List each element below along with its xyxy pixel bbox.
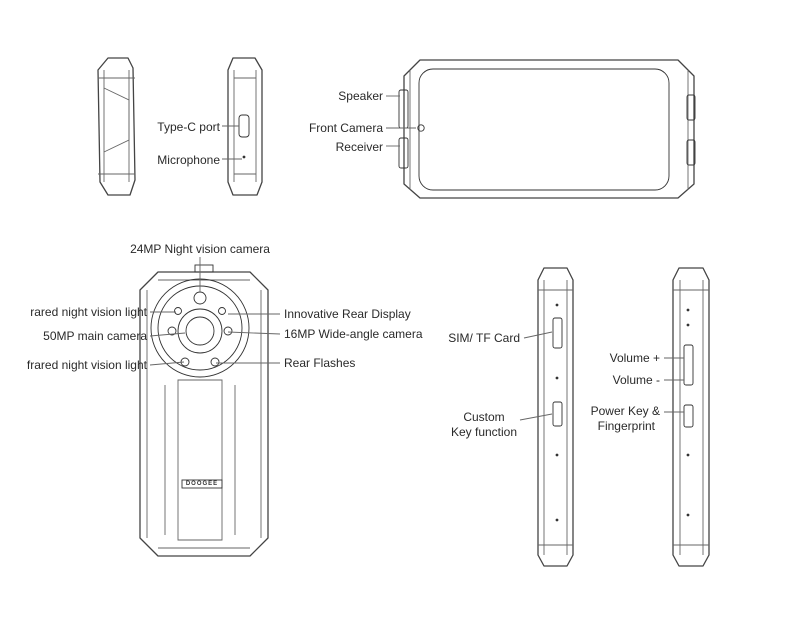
night-vision-camera-lens xyxy=(193,291,207,305)
label-power-key-line1: Power Key & xyxy=(590,404,660,418)
label-ir-light-bottom: frared night vision light xyxy=(26,358,147,372)
side-view-left-b xyxy=(222,57,263,196)
label-sim-tf-card: SIM/ TF Card xyxy=(448,331,520,345)
front-camera-hole xyxy=(417,124,425,132)
label-volume-minus: Volume - xyxy=(612,373,660,387)
volume-rocker xyxy=(683,344,694,386)
label-rear-flashes: Rear Flashes xyxy=(284,356,356,370)
label-front-camera: Front Camera xyxy=(308,121,383,135)
brand-logo: DOOGEE xyxy=(185,481,219,487)
label-main-camera: 50MP main camera xyxy=(43,329,147,343)
rear-view xyxy=(139,257,281,557)
label-custom-key-line2: Key function xyxy=(450,425,518,439)
label-type-c-port: Type-C port xyxy=(157,120,220,134)
receiver-grille xyxy=(398,137,409,169)
label-power-key-line2: Fingerprint xyxy=(597,419,655,433)
label-wide-angle-camera: 16MP Wide-angle camera xyxy=(284,327,423,341)
side-view-right-c xyxy=(519,267,574,567)
side-view-right-d xyxy=(664,267,710,567)
microphone-hole xyxy=(242,155,246,159)
label-night-vision-camera: 24MP Night vision camera xyxy=(130,242,270,256)
camera-ring-inner xyxy=(157,285,243,371)
custom-key xyxy=(552,401,563,427)
camera-ring-outer xyxy=(150,278,250,378)
main-camera-lens xyxy=(177,308,223,354)
label-custom-key-line1: Custom xyxy=(463,410,505,424)
label-rear-display: Innovative Rear Display xyxy=(284,307,411,321)
power-key xyxy=(683,404,694,428)
label-microphone: Microphone xyxy=(157,153,220,167)
sim-tray xyxy=(552,317,563,349)
label-volume-plus: Volume + xyxy=(609,351,660,365)
side-view-left-a xyxy=(97,57,136,196)
front-view xyxy=(386,59,696,199)
label-speaker: Speaker xyxy=(338,89,383,103)
type-c-port-shape xyxy=(238,114,250,138)
front-screen xyxy=(418,68,670,191)
label-ir-light-top: rared night vision light xyxy=(30,305,147,319)
label-receiver: Receiver xyxy=(335,140,383,154)
brand-logo-plate xyxy=(181,479,223,489)
